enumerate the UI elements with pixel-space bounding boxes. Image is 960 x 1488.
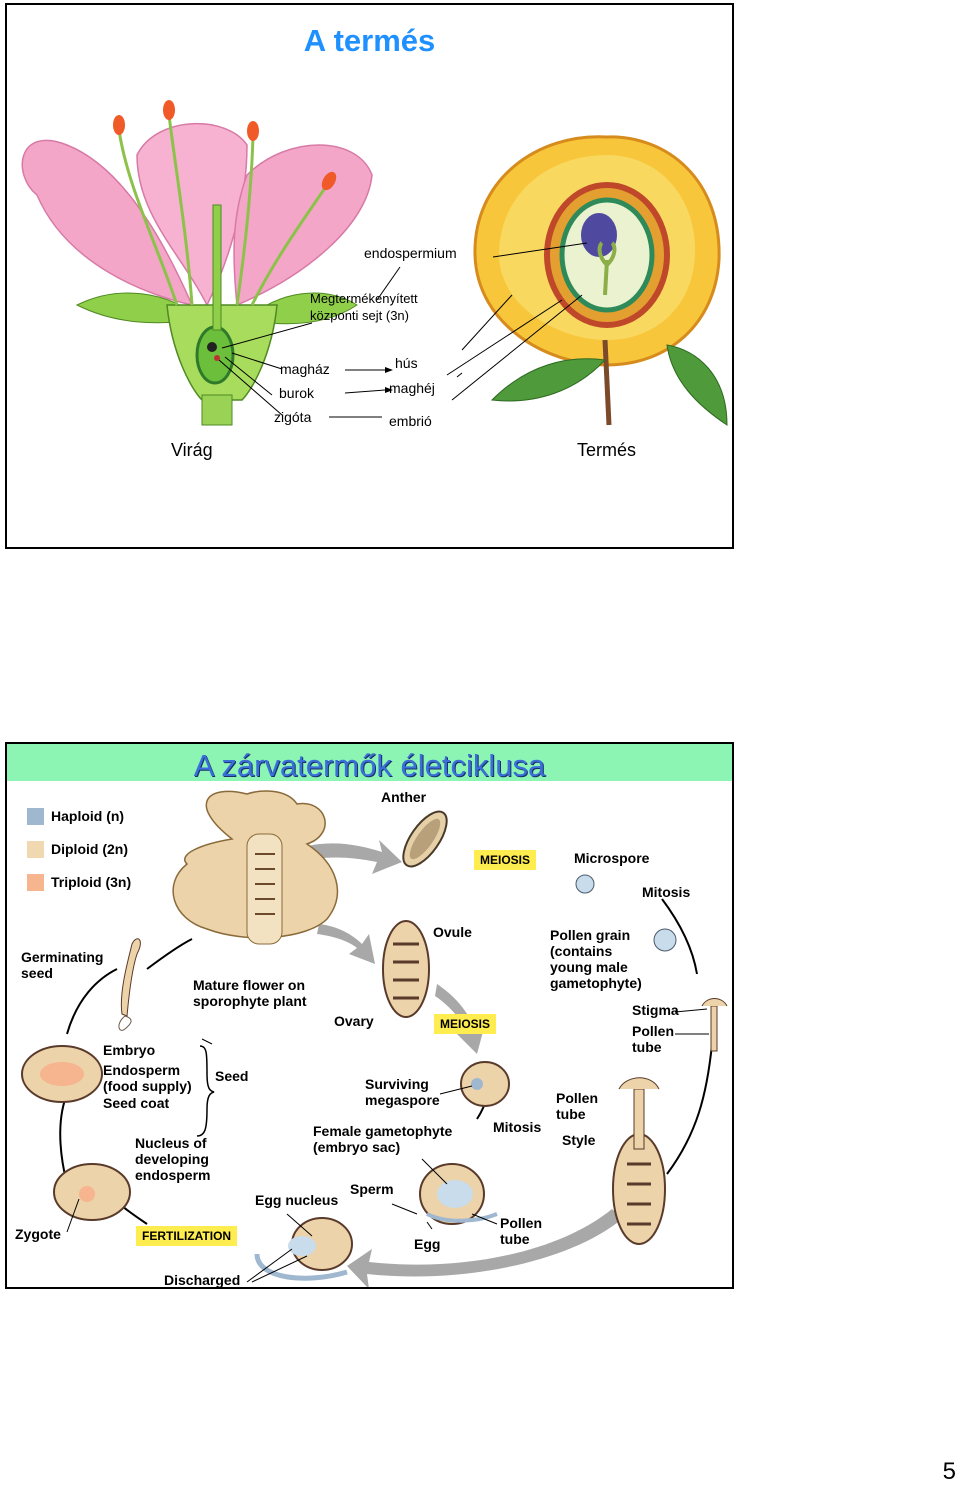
label-pollen-tube-b-1: Pollen <box>556 1090 599 1106</box>
label-embryo: embrió <box>389 413 432 429</box>
label-microspore: Microspore <box>574 850 650 866</box>
label-style: Style <box>562 1132 596 1148</box>
label-central-cell-line1: Megtermékenyített <box>310 291 418 306</box>
label-nucleus-endosperm-1: Nucleus of <box>135 1135 207 1151</box>
tag-meiosis-mid: MEIOSIS <box>434 1014 497 1034</box>
label-fruit: Termés <box>577 440 637 460</box>
life-cycle-illustration <box>21 790 728 1287</box>
label-zygote: zigóta <box>274 409 312 425</box>
tag-fertilization: FERTILIZATION <box>136 1226 238 1246</box>
legend-haploid: Haploid (n) <box>51 808 125 824</box>
label-endosperm: endospermium <box>364 245 457 261</box>
label-discharged: Discharged <box>164 1272 241 1288</box>
label-ovary: magház <box>280 361 330 377</box>
label-egg-nucleus: Egg nucleus <box>255 1192 339 1208</box>
legend-triploid: Triploid (3n) <box>51 874 132 890</box>
legend-diploid: Diploid (2n) <box>51 841 128 857</box>
legend-swatch-haploid <box>27 808 44 825</box>
label-seed-coat: maghéj <box>389 380 435 396</box>
label-seed-coat: Seed coat <box>103 1095 170 1111</box>
mature-flower-illustration <box>172 790 338 945</box>
label-nucleus-endosperm-2: developing <box>135 1151 209 1167</box>
label-flower: Virág <box>171 440 213 460</box>
label-mature-flower-2: sporophyte plant <box>193 993 307 1009</box>
label-embryo: Embryo <box>103 1042 156 1058</box>
label-anther: Anther <box>381 789 427 805</box>
label-pollen-tube-b-2: tube <box>556 1106 586 1122</box>
label-flesh: hús <box>395 355 418 371</box>
label-central-cell-line2: központi sejt (3n) <box>310 308 409 323</box>
label-endosperm-2: (food supply) <box>103 1078 192 1094</box>
seed-bracket <box>196 1045 215 1137</box>
label-pollen-grain-4: gametophyte) <box>550 975 642 991</box>
label-germinating-seed-2: seed <box>21 965 53 981</box>
slide-title: A termés <box>303 23 436 58</box>
anther-illustration <box>402 810 448 868</box>
label-nucleus-endosperm-3: endosperm <box>135 1167 211 1183</box>
slide-life-cycle: A zárvatermők életciklusa <box>5 742 734 1289</box>
flower-illustration <box>21 100 373 426</box>
label-female-gametophyte-2: (embryo sac) <box>313 1139 401 1155</box>
label-stigma: Stigma <box>632 1002 679 1018</box>
label-pollen-grain-1: Pollen grain <box>550 927 631 943</box>
label-pollen-grain-2: (contains <box>550 943 613 959</box>
label-surviving-megaspore-2: megaspore <box>365 1092 440 1108</box>
ovary-illustration <box>382 920 430 1018</box>
label-ovule: Ovule <box>433 924 472 940</box>
legend-swatch-diploid <box>27 841 44 858</box>
label-endosperm-1: Endosperm <box>103 1062 181 1078</box>
label-pollen-tube-c-2: tube <box>500 1231 530 1247</box>
pistil-illustration <box>612 998 728 1245</box>
label-egg: Egg <box>414 1236 441 1252</box>
seed-illustrations <box>21 1045 510 1281</box>
page-number: 5 <box>942 1458 956 1485</box>
label-pollen-tube-a-2: tube <box>632 1039 662 1055</box>
label-ovary: Ovary <box>334 1013 374 1029</box>
label-germinating-seed-1: Germinating <box>21 949 104 965</box>
label-mitosis-right: Mitosis <box>642 884 691 900</box>
legend-swatch-triploid <box>27 874 44 891</box>
leader-lines <box>218 242 588 418</box>
label-seed: Seed <box>215 1068 249 1084</box>
label-pollen-tube-c-1: Pollen <box>500 1215 543 1231</box>
label-mature-flower-1: Mature flower on <box>193 977 306 993</box>
label-mitosis-mid: Mitosis <box>493 1119 542 1135</box>
title-bar <box>7 744 732 781</box>
slide-title: A zárvatermők életciklusa <box>193 748 546 783</box>
germinating-seed-illustration <box>118 938 141 1031</box>
fruit-illustration <box>473 135 728 426</box>
label-zygote: Zygote <box>15 1226 61 1242</box>
leader-lines <box>66 1008 709 1283</box>
label-female-gametophyte-1: Female gametophyte <box>313 1123 453 1139</box>
label-surviving-megaspore-1: Surviving <box>365 1076 429 1092</box>
label-sperm: Sperm <box>350 1181 394 1197</box>
slide-fruit: A termés <box>5 3 734 549</box>
label-pollen-grain-3: young male <box>550 959 628 975</box>
label-integument: burok <box>279 385 315 401</box>
label-pollen-tube-a-1: Pollen <box>632 1023 675 1039</box>
flower-fruit-illustration <box>21 100 728 426</box>
tag-meiosis-top: MEIOSIS <box>474 850 537 870</box>
